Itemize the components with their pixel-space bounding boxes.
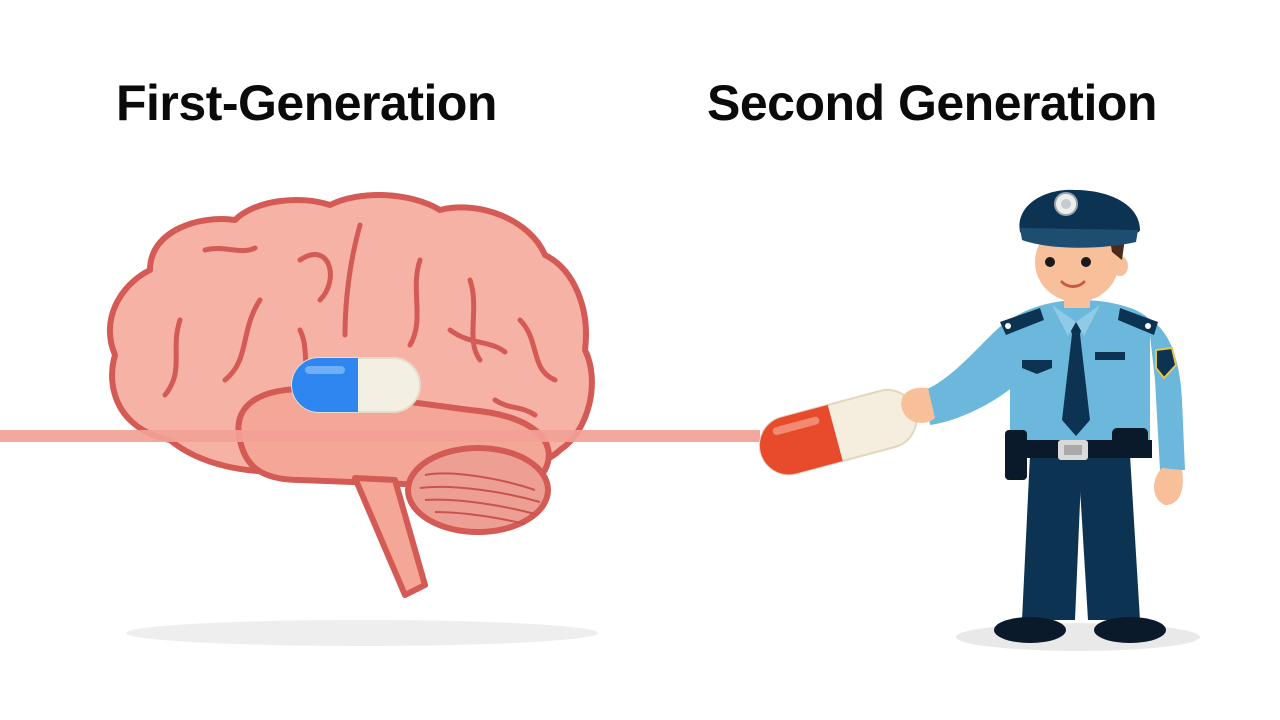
first-generation-title: First-Generation bbox=[116, 75, 497, 131]
blue-pill-icon bbox=[291, 357, 421, 413]
red-pill-icon bbox=[758, 388, 918, 476]
barrier-line bbox=[0, 430, 760, 442]
brain-icon bbox=[107, 191, 595, 598]
second-generation-title: Second Generation bbox=[707, 75, 1157, 131]
brain-shadow bbox=[126, 620, 598, 646]
police-officer-icon bbox=[901, 189, 1185, 643]
